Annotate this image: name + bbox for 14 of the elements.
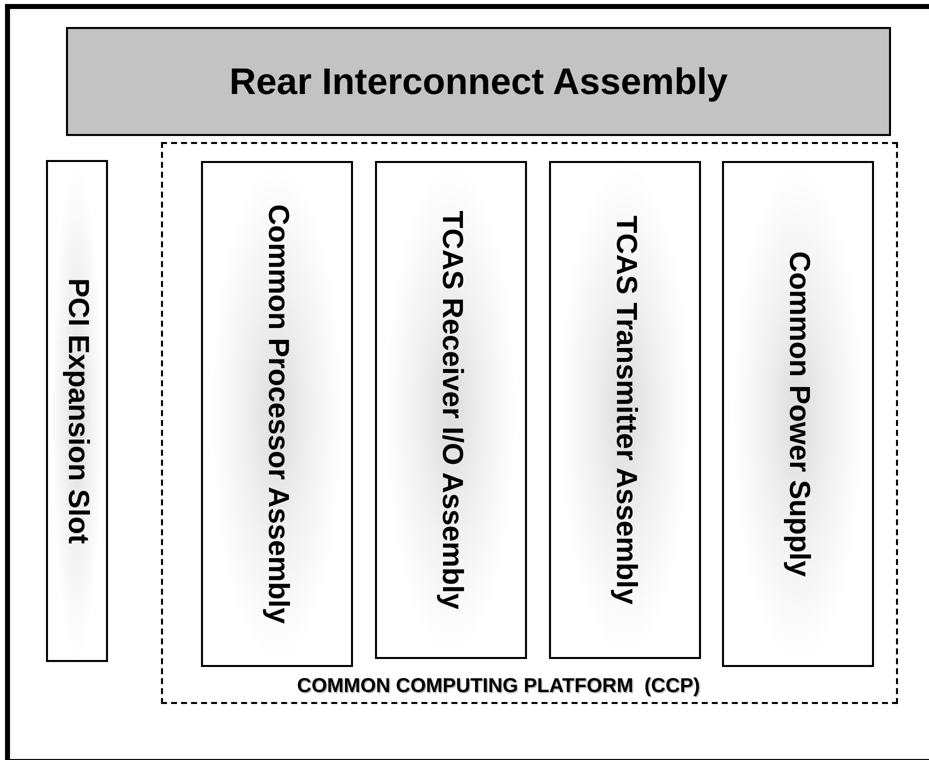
module-card <box>549 161 701 659</box>
assembly-title: Rear Interconnect Assembly <box>229 60 728 104</box>
module-label: TCAS Transmitter Assembly <box>608 214 643 606</box>
platform-dashed-boundary <box>161 142 898 704</box>
module-label: Common Processor Assembly <box>260 203 295 626</box>
module-card <box>46 160 108 662</box>
assembly-bar <box>66 27 891 136</box>
module-card <box>201 161 353 667</box>
module-label: PCI Expansion Slot <box>60 277 95 546</box>
platform-label: COMMON COMPUTING PLATFORM (CCP) <box>297 674 700 699</box>
module-card <box>375 161 527 659</box>
module-label: Common Power Supply <box>782 250 816 579</box>
module-label: TCAS Receiver I/O Assembly <box>434 210 469 612</box>
module-card <box>722 161 874 667</box>
